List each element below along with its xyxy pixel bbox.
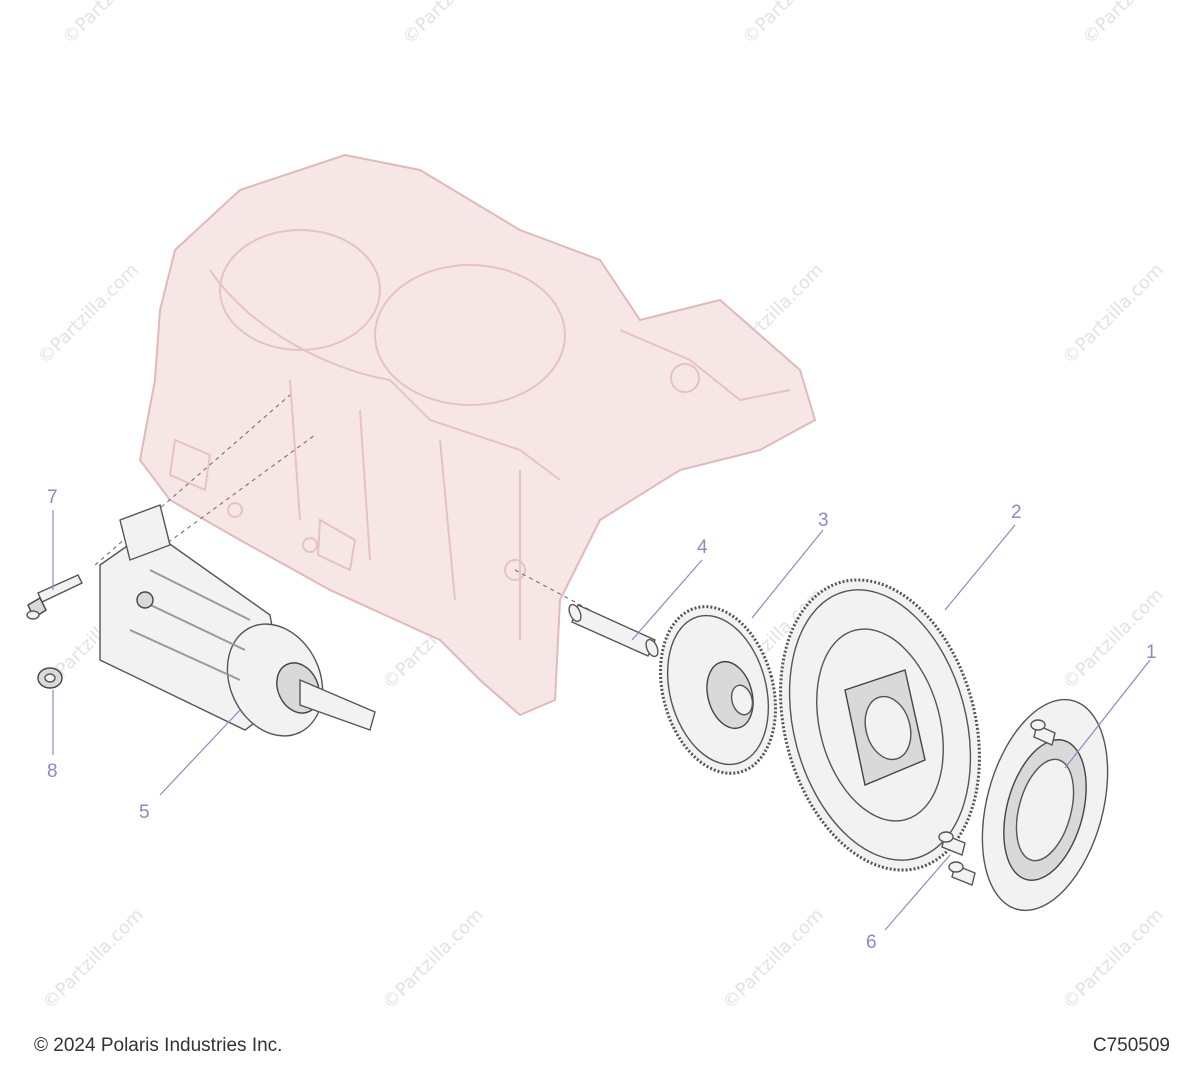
leader-lines [52,510,1151,931]
watermark-text: ©Partzilla.com [59,0,168,49]
crankcase-illustration [138,153,817,717]
callout-2: 2 [1011,502,1022,523]
callout-7: 7 [47,487,58,508]
watermark-text: ©Partzilla.com [719,905,828,1014]
callout-3: 3 [818,510,829,531]
leader-line-3 [751,529,824,619]
watermark-text: ©Partzilla.com [34,260,143,369]
starter-gear-part-2 [779,578,981,872]
starter-motor-part-5 [99,504,376,737]
watermark-text: ©Partzilla.com [39,905,148,1014]
callout-5: 5 [139,802,150,823]
idler-gear-part-3 [658,605,778,775]
leader-line-4 [631,559,703,641]
watermark-text: ©Partzilla.com [739,0,848,49]
leader-line-1 [1064,659,1151,769]
callout-labels: 1 2 3 4 5 6 7 8 [47,487,1157,953]
watermark-text: ©Partzilla.com [1059,585,1168,694]
watermark-text: ©Partzilla.com [1079,0,1188,49]
watermark-text: ©Partzilla.com [1059,260,1168,369]
watermark-text: ©Partzilla.com [1059,905,1168,1014]
bolt-part-7 [26,574,83,620]
leader-line-5 [159,709,241,796]
watermark-text: ©Partzilla.com [379,905,488,1014]
leader-line-2 [944,524,1016,611]
watermark-text: ©Partzilla.com [399,0,508,49]
shaft-pin-part-4 [568,603,659,658]
diagram-code: C750509 [1092,1035,1170,1056]
copyright-notice: © 2024 Polaris Industries Inc. [34,1035,283,1056]
callout-8: 8 [47,761,58,782]
leader-line-6 [884,854,951,931]
callout-6: 6 [866,932,877,953]
callout-4: 4 [697,537,708,558]
callout-1: 1 [1146,642,1157,663]
one-way-clutch-part-1 [981,698,1109,912]
nut-part-8 [37,667,63,689]
screws-part-6 [938,719,1056,886]
